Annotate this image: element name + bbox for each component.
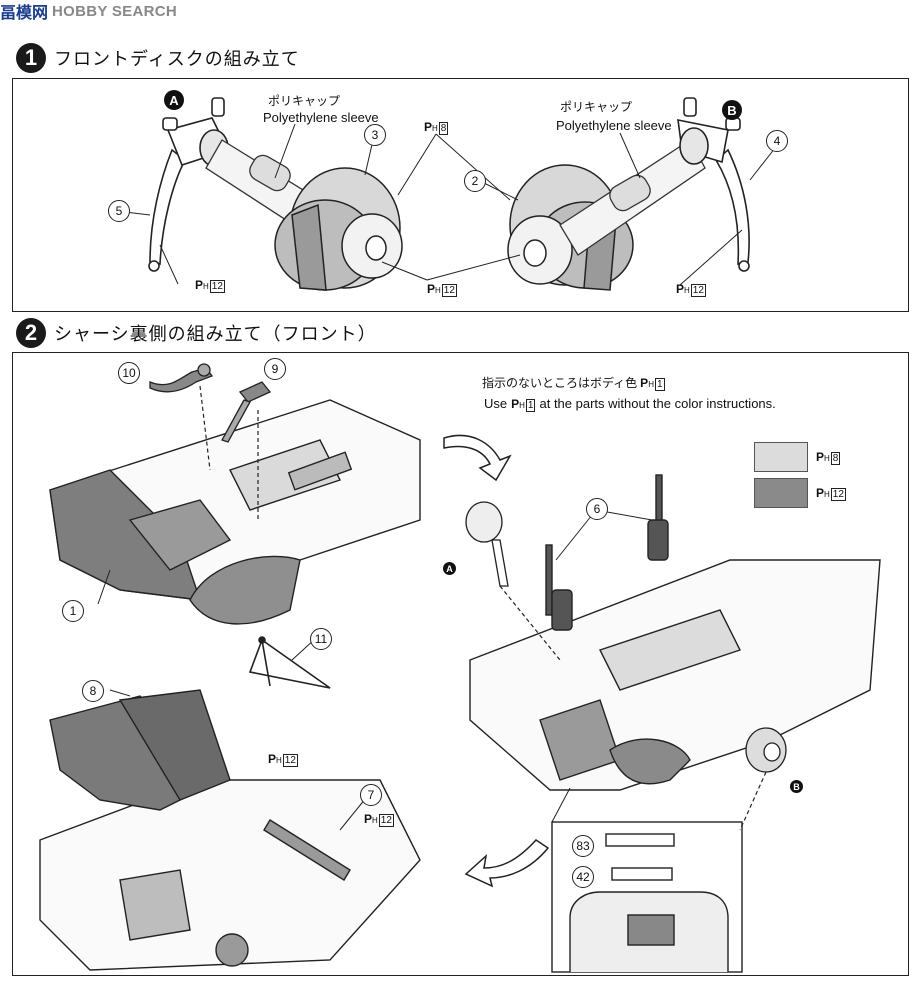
polycap-label-left-jp: ポリキャップ <box>268 94 341 108</box>
watermark-brand-en: HOBBY SEARCH <box>52 2 178 20</box>
right-axle-sleeve <box>559 139 706 256</box>
step1-header: 1 フロントディスクの組み立て <box>16 43 300 73</box>
flow-arrows <box>443 434 550 888</box>
part-11-label: 11 <box>310 628 332 650</box>
marker-A-step1: A <box>164 90 184 110</box>
color-note-en-pre: Use <box>484 396 508 411</box>
part-10-label: 10 <box>118 362 140 384</box>
marker-A-step2: A <box>443 562 456 575</box>
dashed-guides <box>199 385 767 831</box>
marker-B-step1: B <box>722 100 742 120</box>
step2-knuckle-A <box>465 501 509 587</box>
part-5-label: 5 <box>108 200 130 222</box>
polycap-label-right-jp: ポリキャップ <box>560 100 633 114</box>
polycap-label-right-en: Polyethylene sleeve <box>556 118 672 133</box>
right-knuckle <box>677 97 750 272</box>
chassis-underside-right <box>469 559 881 791</box>
chassis-underside-top-left <box>49 399 421 625</box>
color-note-en-post: at the parts without the color instructi… <box>539 396 776 411</box>
part-10-bracket <box>149 363 214 393</box>
marker-B-step2: B <box>790 780 803 793</box>
color-note-jp-text: 指示のないところはボディ色 <box>482 376 638 390</box>
part-8-label: 8 <box>82 680 104 702</box>
legend-swatch-dark <box>754 478 808 508</box>
step1-number: 1 <box>16 43 46 73</box>
part-83-label: 83 <box>572 835 594 857</box>
part-4-label: 4 <box>766 130 788 152</box>
step1-title: フロントディスクの組み立て <box>54 49 300 70</box>
watermark-logo: 畐模网 HOBBY SEARCH <box>0 0 178 23</box>
part-9-label: 9 <box>264 358 286 380</box>
left-brake-disc <box>274 167 403 291</box>
step2-number: 2 <box>16 318 46 348</box>
part-3-label: 3 <box>364 124 386 146</box>
step2-knuckle-B <box>745 727 787 773</box>
step1-leader-lines <box>124 123 776 286</box>
chassis-underside-bottom-left <box>39 689 421 971</box>
step2-header: 2 シャーシ裏側の組み立て（フロント） <box>16 318 377 348</box>
part-1-label: 1 <box>62 600 84 622</box>
part-6-label: 6 <box>586 498 608 520</box>
step2-title: シャーシ裏側の組み立て（フロント） <box>54 324 377 345</box>
part-2-label: 2 <box>464 170 486 192</box>
part-7-label: 7 <box>360 784 382 806</box>
part-6-tie-rods <box>545 474 669 631</box>
polycap-label-left-en: Polyethylene sleeve <box>263 110 379 125</box>
part-11-brace <box>248 636 331 689</box>
watermark-brand-cn: 畐模网 <box>0 3 49 22</box>
part-9-bracket <box>221 381 272 443</box>
part-42-label: 42 <box>572 866 594 888</box>
legend-swatch-light <box>754 442 808 472</box>
